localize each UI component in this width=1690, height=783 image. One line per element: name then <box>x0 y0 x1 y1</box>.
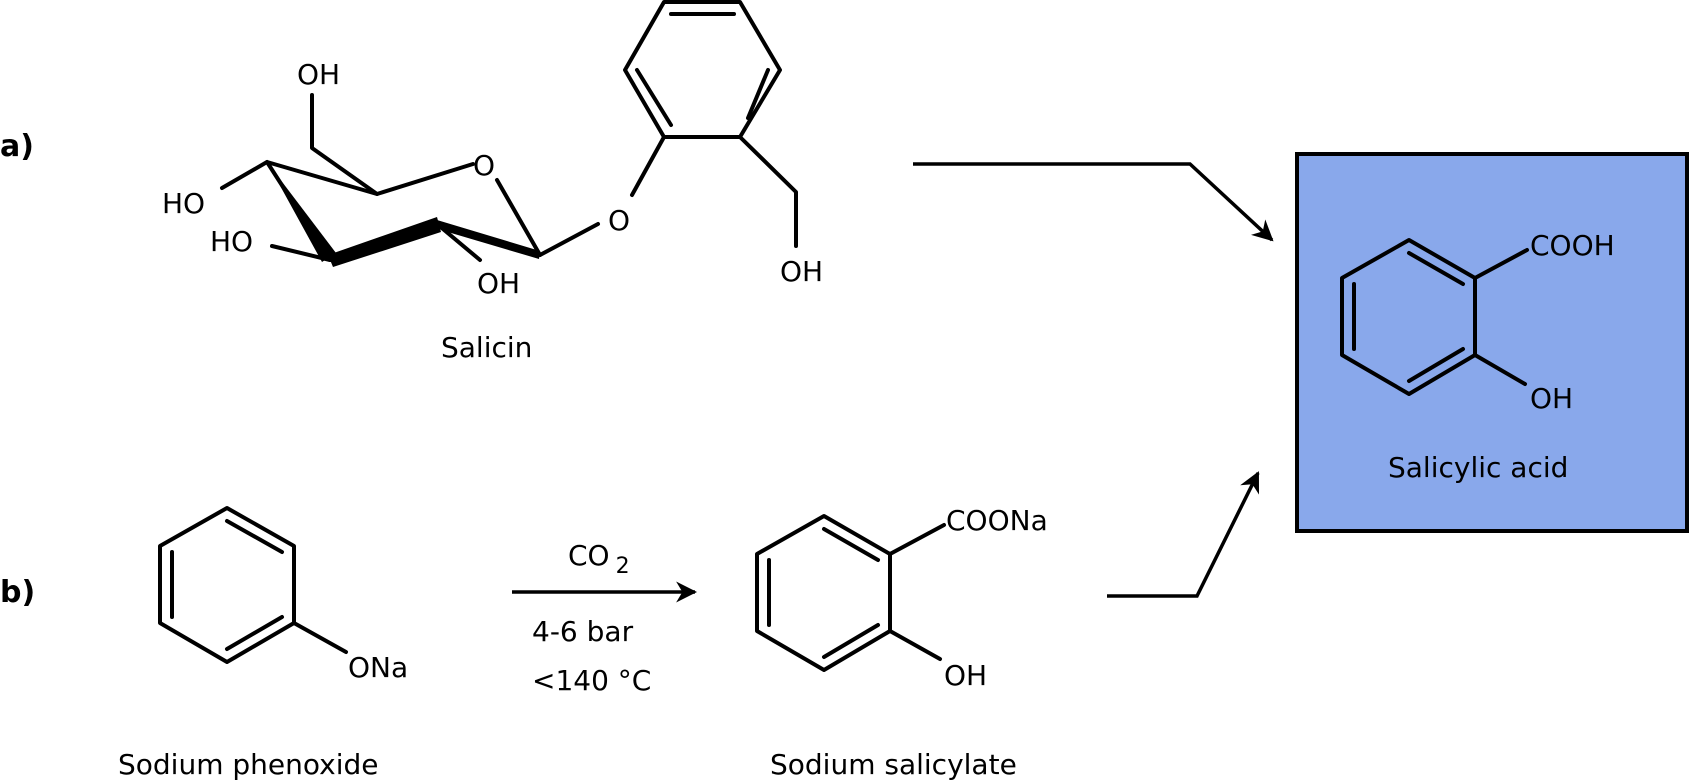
sodium-salicylate-name: Sodium salicylate <box>770 748 1017 781</box>
sodium-phenoxide-structure <box>158 506 348 664</box>
salicin-ho-lower: HO <box>210 225 253 258</box>
wedge-bond-front <box>328 217 441 267</box>
sodium-salicylate-coona: COONa <box>946 504 1048 537</box>
arrow-salicylate-to-salicylic-acid <box>1107 471 1260 598</box>
salicylic-acid-structure <box>1340 238 1529 396</box>
salicin-ho-left: HO <box>162 187 205 220</box>
condition-temperature: <140 °C <box>532 664 651 697</box>
salicin-glycosidic-oxygen: O <box>608 204 630 237</box>
sodium-phenoxide-ona: ONa <box>348 651 408 684</box>
salicylic-acid-highlight-box <box>1295 152 1689 533</box>
salicin-oh-top: OH <box>297 58 340 91</box>
panel-label-b: b) <box>0 575 35 610</box>
salicylic-acid-cooh: COOH <box>1530 229 1615 262</box>
wedge-bond-left <box>267 162 336 262</box>
condition-pressure: 4-6 bar <box>532 615 634 648</box>
arrow-salicin-to-salicylic-acid <box>913 162 1274 242</box>
salicin-oh-bottom: OH <box>477 267 520 300</box>
salicin-ring-oxygen: O <box>473 149 495 182</box>
sodium-salicylate-oh: OH <box>944 659 987 692</box>
panel-label-a: a) <box>0 129 34 164</box>
sodium-phenoxide-name: Sodium phenoxide <box>118 748 379 781</box>
salicin-name: Salicin <box>441 331 532 364</box>
salicin-structure <box>220 0 798 267</box>
reagent-co: CO <box>568 539 610 572</box>
salicin-benzyl-oh: OH <box>780 255 823 288</box>
sodium-salicylate-structure <box>755 514 946 672</box>
salicylic-acid-name: Salicylic acid <box>1388 451 1568 484</box>
reagent-subscript: 2 <box>616 554 630 579</box>
salicylic-acid-oh: OH <box>1530 382 1573 415</box>
wedge-bond-right <box>437 220 540 259</box>
